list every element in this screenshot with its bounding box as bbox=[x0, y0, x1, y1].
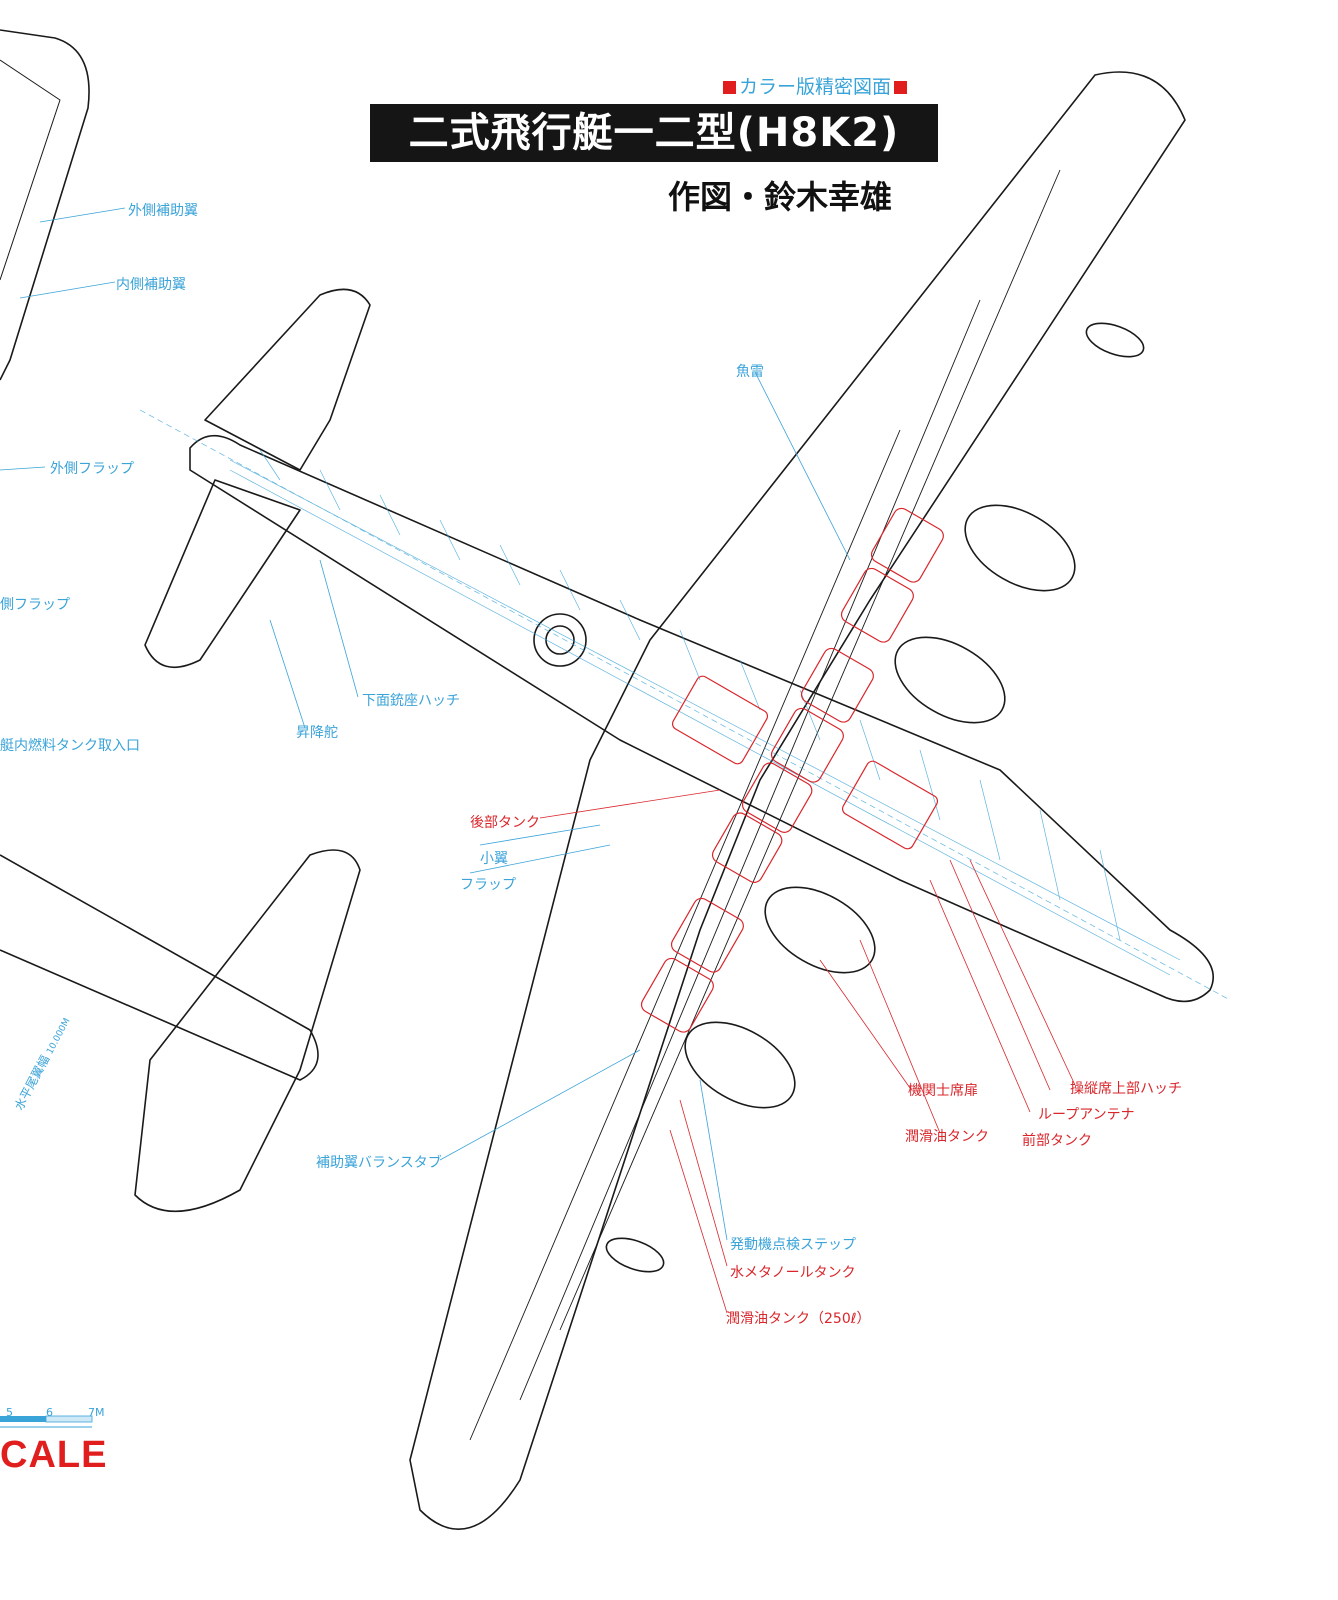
scale-tick-5: 5 bbox=[6, 1406, 13, 1419]
partial-tail-lower-left bbox=[0, 854, 319, 1081]
scale-title: CALE bbox=[0, 1434, 108, 1476]
label-cockpit-hatch: 操縦席上部ハッチ bbox=[1070, 1081, 1182, 1097]
label-small-wing: 小翼 bbox=[480, 851, 508, 867]
page-title: 二式飛行艇一二型(H8K2) bbox=[370, 104, 938, 162]
fuel-tank-4 bbox=[770, 707, 844, 783]
fuel-tank-3 bbox=[800, 647, 874, 723]
category-tag: カラー版精密図面 bbox=[720, 72, 910, 99]
partial-wing-upper-left bbox=[0, 29, 90, 381]
scale-tick-6: 6 bbox=[46, 1406, 53, 1419]
fuel-tank-rear bbox=[671, 675, 769, 765]
label-oil-tank: 潤滑油タンク bbox=[905, 1129, 989, 1145]
fuel-tank-5 bbox=[741, 762, 813, 833]
label-lower-gun-hatch: 下面銃座ハッチ bbox=[362, 693, 460, 709]
tailplane-lower bbox=[144, 479, 301, 669]
label-outer-flap: 外側フラップ bbox=[50, 461, 134, 477]
partial-tailplane-lower-left bbox=[134, 849, 361, 1213]
scale-bar-seg-2 bbox=[45, 1415, 93, 1423]
tailplane-upper bbox=[204, 288, 371, 471]
engine-nacelle-4 bbox=[684, 1021, 796, 1109]
fuel-tank-front bbox=[841, 760, 939, 850]
main-wing bbox=[409, 71, 1186, 1531]
label-inner-aileron: 内側補助翼 bbox=[116, 277, 186, 293]
red-square-icon bbox=[723, 81, 736, 94]
author-credit: 作図・鈴木幸雄 bbox=[668, 178, 893, 216]
label-oil-tank-250: 潤滑油タンク（250ℓ） bbox=[726, 1311, 871, 1327]
fuel-tank-6 bbox=[711, 812, 783, 883]
fuel-tank-2 bbox=[840, 567, 914, 643]
label-aileron-tab: 補助翼バランスタブ bbox=[316, 1155, 442, 1171]
fuselage bbox=[189, 434, 1214, 1003]
label-outer-aileron: 外側補助翼 bbox=[128, 203, 198, 219]
label-front-tank: 前部タンク bbox=[1022, 1133, 1092, 1149]
engine-nacelle-1 bbox=[964, 504, 1076, 592]
fuel-tank-7 bbox=[670, 897, 744, 973]
scale-bar-seg-1 bbox=[0, 1416, 46, 1422]
label-rear-tank: 後部タンク bbox=[470, 815, 540, 831]
fuel-tank-8 bbox=[640, 957, 714, 1033]
label-fuel-filler: 艇内燃料タンク取入口 bbox=[0, 738, 140, 754]
label-engine-step: 発動機点検ステップ bbox=[730, 1237, 856, 1253]
engine-nacelle-2 bbox=[894, 636, 1006, 724]
roundel bbox=[533, 613, 587, 667]
engine-nacelle-3 bbox=[764, 886, 876, 974]
wing-float-lower bbox=[605, 1237, 665, 1273]
category-tag-text: カラー版精密図面 bbox=[739, 76, 892, 98]
label-engineer-door: 機関士席扉 bbox=[908, 1083, 978, 1099]
label-flap: フラップ bbox=[460, 877, 516, 893]
label-inner-flap: 側フラップ bbox=[0, 597, 70, 613]
wing-float-upper bbox=[1085, 322, 1145, 358]
red-square-icon bbox=[894, 81, 908, 94]
label-loop-antenna: ループアンテナ bbox=[1038, 1107, 1135, 1123]
label-torpedo: 魚雷 bbox=[736, 364, 764, 380]
fuel-tank-1 bbox=[870, 507, 944, 583]
label-water-methanol-tank: 水メタノールタンク bbox=[730, 1265, 856, 1281]
label-elevator: 昇降舵 bbox=[296, 725, 338, 741]
scale-tick-7: 7M bbox=[88, 1406, 105, 1419]
